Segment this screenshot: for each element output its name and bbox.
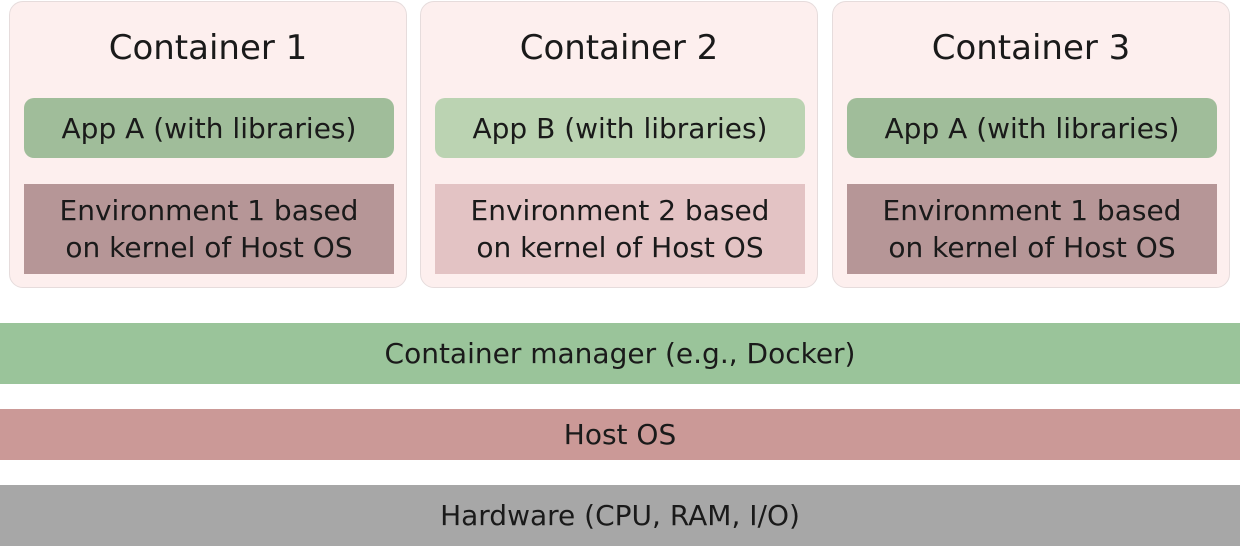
container-1-environment: Environment 1 based on kernel of Host OS [24,184,394,274]
container-2-environment: Environment 2 based on kernel of Host OS [435,184,805,274]
container-1-box: Container 1 App A (with libraries) Envir… [9,1,407,288]
container-3-environment: Environment 1 based on kernel of Host OS [847,184,1217,274]
container-manager-layer: Container manager (e.g., Docker) [0,323,1240,384]
container-3-app: App A (with libraries) [847,98,1217,158]
container-3-title: Container 3 [931,28,1131,68]
container-3-box: Container 3 App A (with libraries) Envir… [832,1,1230,288]
container-3-environment-line-1: Environment 1 based [882,194,1182,227]
container-1-environment-line-2: on kernel of Host OS [65,231,353,264]
container-2-box: Container 2 App B (with libraries) Envir… [420,1,818,288]
container-2-environment-line-2: on kernel of Host OS [476,231,764,264]
container-2-environment-line-1: Environment 2 based [470,194,770,227]
container-1-environment-line-1: Environment 1 based [59,194,359,227]
container-3-environment-line-2: on kernel of Host OS [888,231,1176,264]
container-2-title: Container 2 [519,28,719,68]
container-1-title: Container 1 [108,28,308,68]
host-os-layer: Host OS [0,409,1240,460]
container-1-app: App A (with libraries) [24,98,394,158]
hardware-layer: Hardware (CPU, RAM, I/O) [0,485,1240,546]
container-2-app: App B (with libraries) [435,98,805,158]
